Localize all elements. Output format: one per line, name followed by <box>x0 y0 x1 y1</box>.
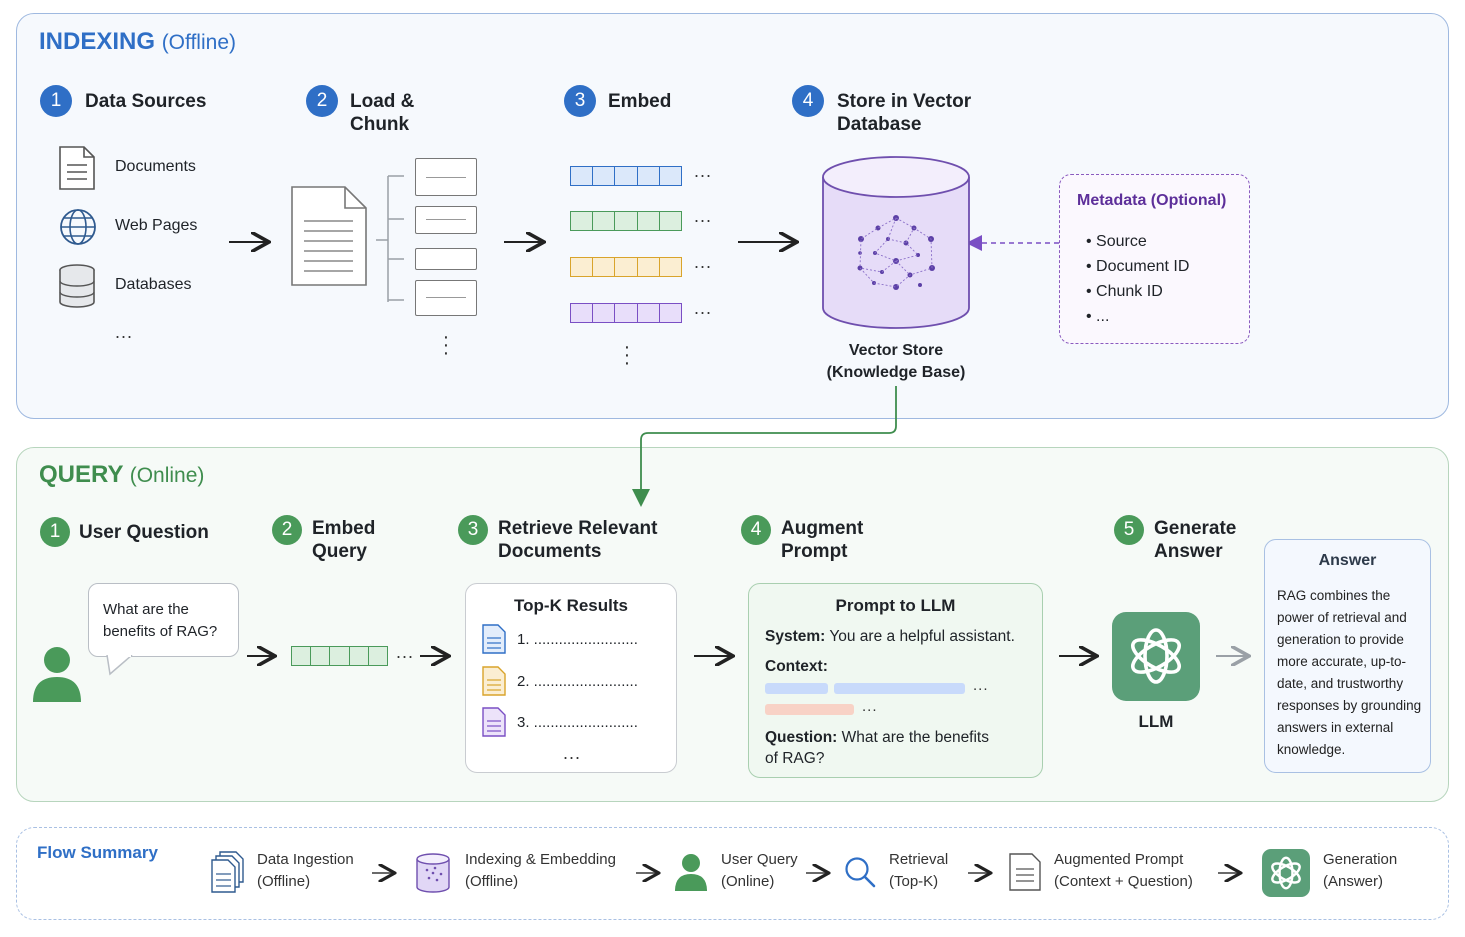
vectors-more: ··· <box>623 336 631 374</box>
embedding-vector-blue <box>570 166 682 186</box>
topk-item: 3. ......................... <box>517 714 638 731</box>
indexing-step-3-title: Embed <box>608 91 672 112</box>
query-step-5-badge: 5 <box>1114 515 1144 545</box>
source-documents: Documents <box>115 158 196 175</box>
metadata-item: Chunk ID <box>1086 279 1189 304</box>
llm-tile <box>1112 612 1200 701</box>
context-bar <box>765 704 854 715</box>
prompt-to-llm-card <box>748 583 1043 778</box>
arrow-store-to-retrieve <box>632 386 897 507</box>
context-more: ... <box>973 677 989 694</box>
query-panel <box>16 447 1449 802</box>
embedding-vector-purple <box>570 303 682 323</box>
documents-icon <box>211 851 244 893</box>
sources-more: ... <box>115 322 134 342</box>
bubble-tail <box>106 655 133 676</box>
summary-step-2: Indexing & Embedding(Offline) <box>465 851 616 890</box>
chunk-4 <box>415 280 477 316</box>
topk-title: Top-K Results <box>514 596 628 615</box>
query-vector-more: ... <box>396 642 415 662</box>
indexing-step-1-title: Data Sources <box>85 91 207 112</box>
vector-orange-more: ... <box>694 252 713 272</box>
flow-summary-panel <box>16 827 1449 920</box>
document-icon <box>482 666 506 696</box>
context-bar <box>834 683 965 694</box>
indexing-step-2-title: Load &Chunk <box>350 91 415 135</box>
document-icon <box>1009 853 1041 891</box>
openai-logo-icon <box>1131 628 1181 684</box>
prompt-question: Question: What are the benefits of RAG? <box>765 729 989 767</box>
vector-blue-more: ... <box>694 161 713 181</box>
source-document-icon <box>291 186 367 286</box>
document-icon <box>482 624 506 654</box>
document-icon <box>482 707 506 737</box>
metadata-item: ... <box>1086 304 1189 329</box>
context-more: ... <box>862 698 878 715</box>
llm-label: LLM <box>1138 712 1174 731</box>
metadata-item: Document ID <box>1086 254 1189 279</box>
chunk-1 <box>415 158 477 196</box>
indexing-step-3-badge: 3 <box>564 85 596 117</box>
indexing-title: INDEXING (Offline) <box>39 28 236 55</box>
indexing-step-1-badge: 1 <box>40 85 72 117</box>
summary-step-1: Data Ingestion(Offline) <box>257 851 354 890</box>
prompt-context-label: Context: <box>765 658 828 675</box>
topk-item: 2. ......................... <box>517 673 638 690</box>
globe-icon <box>60 209 96 245</box>
query-step-3-badge: 3 <box>458 515 488 545</box>
source-web-pages: Web Pages <box>115 217 198 234</box>
topk-item: 1. ......................... <box>517 631 638 648</box>
summary-step-5: Augmented Prompt(Context + Question) <box>1054 851 1193 890</box>
user-question-bubble <box>88 583 239 657</box>
answer-card <box>1264 539 1431 773</box>
summary-step-3: User Query(Online) <box>721 851 798 890</box>
prompt-system-line: System: You are a helpful assistant. <box>765 628 1015 645</box>
query-title: QUERY (Online) <box>39 461 205 488</box>
embedding-vector-orange <box>570 257 682 277</box>
metadata-list: Source Document ID Chunk ID ... <box>1086 229 1189 329</box>
summary-step-4: Retrieval(Top-K) <box>889 851 949 890</box>
query-embedding-vector <box>291 646 388 666</box>
vector-purple-more: ... <box>694 298 713 318</box>
user-icon <box>675 854 707 891</box>
openai-logo-icon <box>1271 856 1301 890</box>
chunk-2 <box>415 206 477 234</box>
embedding-vector-green <box>570 211 682 231</box>
vector-store-label: Vector Store(Knowledge Base) <box>826 342 966 381</box>
query-step-4-badge: 4 <box>741 515 771 545</box>
vector-store-icon <box>822 156 970 329</box>
chunk-split-lines <box>376 175 404 302</box>
query-step-1-title: User Question <box>79 522 209 543</box>
summary-step-6: Generation(Answer) <box>1323 851 1398 890</box>
indexing-step-4-badge: 4 <box>792 85 824 117</box>
flow-summary-title: Flow Summary <box>37 843 158 862</box>
topk-more: ... <box>563 743 582 763</box>
database-icon <box>59 264 95 308</box>
search-icon <box>845 857 876 888</box>
chunk-3 <box>415 248 477 270</box>
metadata-title: Metadata (Optional) <box>1077 192 1227 209</box>
query-step-2-badge: 2 <box>272 515 302 545</box>
document-icon <box>59 146 95 190</box>
context-bar <box>765 683 828 694</box>
prompt-title: Prompt to LLM <box>835 596 956 615</box>
metadata-item: Source <box>1086 229 1189 254</box>
indexing-step-2-badge: 2 <box>306 85 338 117</box>
query-step-1-badge: 1 <box>40 517 70 547</box>
database-icon <box>416 853 450 893</box>
user-icon <box>33 647 81 702</box>
chunks-more: ··· <box>442 326 450 364</box>
source-databases: Databases <box>115 276 192 293</box>
answer-title: Answer <box>1318 552 1377 569</box>
vector-green-more: ... <box>694 206 713 226</box>
